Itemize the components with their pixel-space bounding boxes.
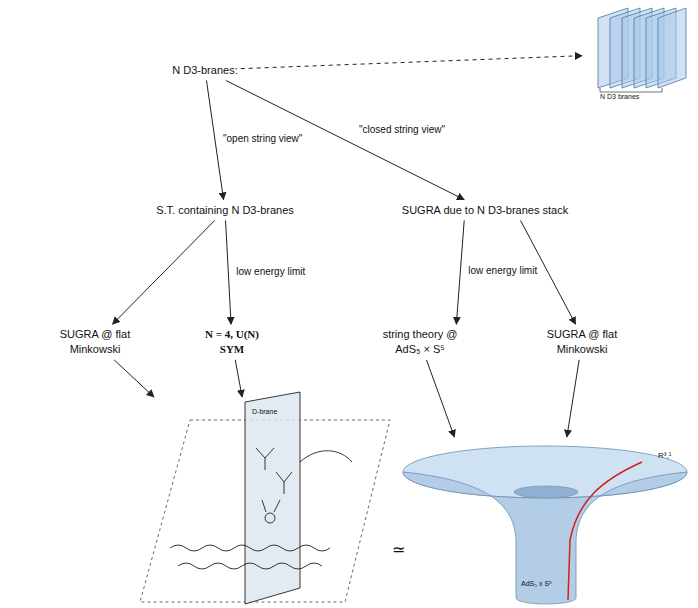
open-string [300,451,352,462]
brane-stack [598,8,686,88]
view-node: SUGRA due to N D3-branes stack [402,203,568,218]
node-label: N D3-branes: [172,63,237,78]
view-node: S.T. containing N D3-branes [156,203,294,218]
title-node: N D3-branes: [172,63,237,78]
edge-label: low energy limit [466,265,539,277]
node-label: S.T. containing N D3-branes [156,203,294,218]
figure-label: AdS₅ x S⁵ [521,580,552,588]
limit-node: SUGRA @ flat Minkowski [543,327,621,357]
connector-arrow [426,360,454,437]
closed-string [170,545,330,551]
limit-node: string theory @ AdS₅ × S⁵ [376,327,464,357]
theory-node: N = 4, U(N) SYM [204,327,260,357]
connector-arrow [226,220,232,324]
closed-string [178,563,322,569]
d-brane-figure: D-brane [150,400,390,605]
connector-arrow [235,360,242,397]
figure-label: R³,¹ [658,452,671,461]
brane-sheet [658,8,686,88]
edge-label: low energy limit [234,266,307,278]
string-loop-legs [262,500,280,512]
figure-label: D-brane [252,408,277,416]
string-loop [265,513,275,523]
node-label: string theory @ AdS₅ × S⁵ [376,327,464,357]
limit-node: SUGRA @ flat Minkowski [56,327,134,357]
string-vertex [276,472,292,494]
ads-throat [403,472,687,604]
throat-mouth [514,486,578,498]
brane-bracket [600,88,662,92]
figure-label: N D3 branes [600,93,639,101]
node-label: SUGRA @ flat Minkowski [543,327,621,357]
open-strings [170,448,352,569]
connector-arrow [567,360,579,437]
node-label: SUGRA due to N D3-branes stack [402,203,568,218]
edge-label: "closed string view" [357,124,447,136]
ads-throat-figure: R³,¹ AdS₅ x S⁵ [400,440,690,605]
connector-arrow [114,360,154,397]
equivalence-sign: ≃ [392,540,405,559]
d-brane-sheet [245,392,300,604]
node-label: SUGRA @ flat Minkowski [56,327,134,357]
node-label: N = 4, U(N) SYM [204,327,260,357]
string-vertex [256,448,274,470]
connector-arrow [241,56,582,69]
geodesic-line [568,462,642,600]
connector-arrow [456,220,464,324]
brane-stack-figure: N D3 branes [585,0,690,102]
connector-arrow [113,220,215,324]
edge-label: "open string view" [221,133,304,145]
